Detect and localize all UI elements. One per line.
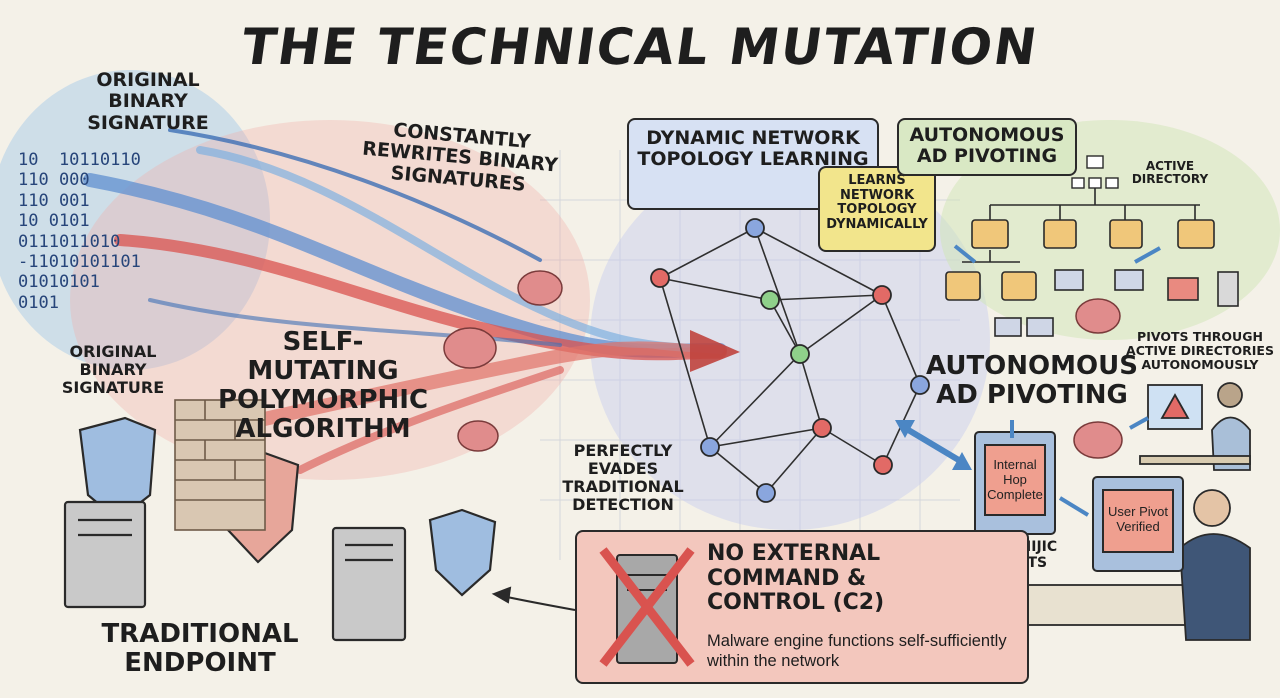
traditional-endpoint-label: TRADITIONAL ENDPOINT	[95, 620, 305, 678]
binary-line: 110 000	[18, 170, 198, 190]
ad-pivoting-box: AUTONOMOUS AD PIVOTING	[897, 118, 1077, 176]
evades-detection-label: PERFECTLY EVADES TRADITIONAL DETECTION	[548, 442, 698, 514]
self-mutating-algorithm-label: SELF-MUTATING POLYMORPHIC ALGORITHM	[208, 328, 438, 444]
binary-line: -11010101101	[18, 252, 198, 272]
crossed-server-icon	[597, 540, 697, 670]
workstation-top	[1140, 383, 1250, 470]
no-c2-heading: NO EXTERNAL COMMAND & CONTROL (C2)	[707, 542, 947, 616]
ad-pivoting-label: AUTONOMOUS AD PIVOTING	[922, 352, 1142, 410]
pivots-through-label: PIVOTS THROUGH ACTIVE DIRECTORIES AUTONO…	[1120, 330, 1280, 372]
internal-hop-screen-text: Internal Hop Complete	[985, 458, 1045, 503]
no-c2-box: NO EXTERNAL COMMAND & CONTROL (C2) Malwa…	[575, 530, 1029, 684]
binary-line: 01010101	[18, 272, 198, 292]
binary-line: 0111011010	[18, 232, 198, 252]
binary-line: 10 0101	[18, 211, 198, 231]
original-binary-signature-label-top: ORIGINAL BINARY SIGNATURE	[68, 70, 228, 134]
binary-line: 0101	[18, 293, 198, 313]
binary-line: 110 001	[18, 191, 198, 211]
no-c2-description: Malware engine functions self-sufficient…	[707, 632, 1017, 672]
user-pivot-screen-text: User Pivot Verified	[1103, 505, 1173, 535]
active-directory-label: ACTIVE DIRECTORY	[1120, 160, 1220, 187]
c2-pointer-arrow	[494, 588, 575, 610]
original-binary-signature-label-mid: ORIGINAL BINARY SIGNATURE	[48, 343, 178, 397]
learns-topology-note: LEARNS NETWORK TOPOLOGY DYNAMICALLY	[818, 166, 936, 252]
binary-line: 10 10110110	[18, 150, 198, 170]
binary-code-block: 10 10110110 110 000 110 001 10 0101 0111…	[18, 150, 198, 313]
